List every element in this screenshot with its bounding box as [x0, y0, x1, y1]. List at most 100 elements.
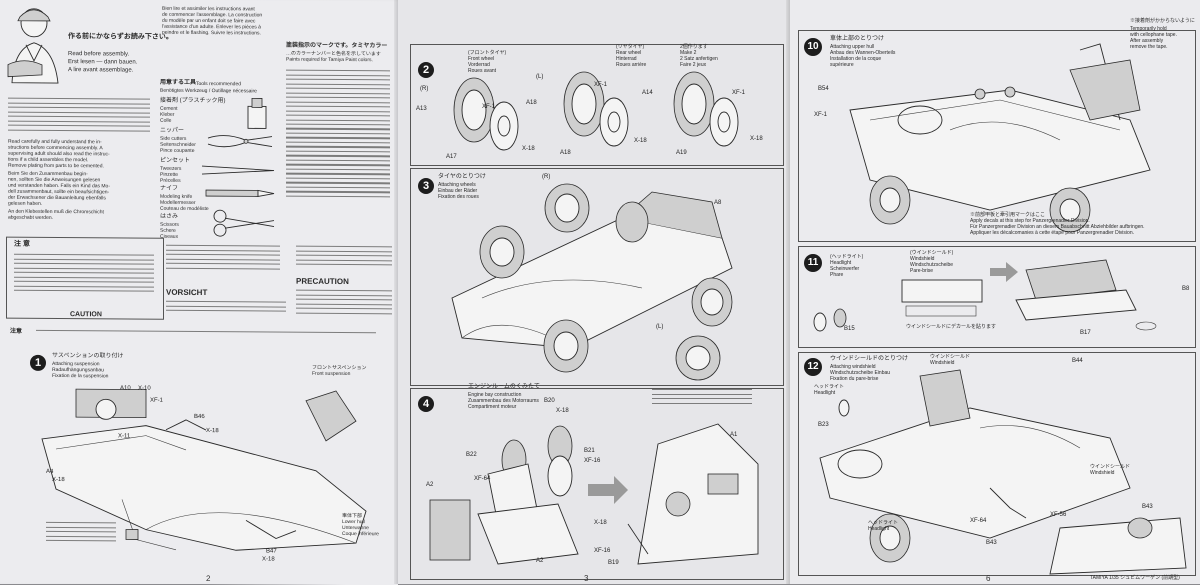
- step-4-jp: エンジンルームのくみたて: [468, 384, 541, 390]
- step-4-fr: Compartiment moteur: [468, 404, 517, 410]
- paint-xf16-label-b: XF-16: [594, 548, 611, 554]
- decal-note-de: Für Panzergrenadier Division an diesem B…: [970, 224, 1145, 230]
- tools-de-title: Benötigtes Werkzeug / Outillage nécessai…: [160, 87, 257, 95]
- paint-x18-label-e: X-18: [634, 138, 647, 144]
- step-11-frame: [798, 246, 1196, 348]
- step-4-de: Zusammenbau des Motorraums: [468, 398, 539, 404]
- vorsicht-heading: VORSICHT: [166, 287, 208, 298]
- page-2: 作る前にかならずお読み下さい。 Read before assembly. Er…: [0, 0, 398, 585]
- paint-xf1-label-c: XF-1: [594, 82, 608, 88]
- step-4-en: Engine bay construction: [468, 392, 522, 398]
- paint-xf1-label-e: XF-1: [814, 112, 828, 118]
- part-b19: B19: [608, 560, 619, 566]
- step-1-jp: サスペンションの取り付け: [52, 352, 124, 360]
- paint-x11-label: X-11: [118, 433, 131, 440]
- paint-xf64-label-b: XF-64: [970, 518, 987, 524]
- step-11-head-en: Headlight: [830, 260, 852, 266]
- tools-en-title: Tools recommended: [196, 80, 242, 88]
- modeling-knife-icon: [205, 189, 275, 197]
- step-11-head-jp: (ヘッドライト): [830, 254, 864, 260]
- step-11-head-fr: Phare: [830, 272, 844, 278]
- part-a13: A13: [416, 106, 427, 112]
- step-2-front-de: Vorderrad: [468, 62, 490, 68]
- part-a4: A4: [46, 468, 54, 475]
- step-10-fr2: supérieure: [830, 62, 854, 68]
- paint-x10-label: X-10: [138, 385, 151, 392]
- step-3-en: Attaching wheels: [438, 182, 476, 188]
- part-b21: B21: [584, 448, 595, 454]
- paint-color-table: [286, 67, 390, 201]
- paint-x18-label: X-18: [206, 428, 219, 435]
- step-11-number: 11: [804, 254, 822, 272]
- step-2-rear-en: Rear wheel: [616, 50, 642, 56]
- step-3-de: Einbau der Räder: [438, 188, 478, 194]
- step-2-r-label: (R): [420, 86, 429, 92]
- step-12-de: Windschutzscheibe Einbau: [830, 370, 891, 376]
- caution-en-text: [166, 242, 280, 273]
- step-2-make-fr: Faire 2 jeux: [680, 62, 707, 68]
- part-a1: A1: [730, 432, 738, 438]
- precaution-text: [296, 287, 392, 318]
- step-2-l-label: (L): [536, 74, 544, 80]
- upper-hull-diagram: [849, 43, 1151, 233]
- step-12-head-en: Headlight: [814, 390, 836, 396]
- paint-x18-label-h: X-18: [594, 520, 607, 526]
- tape-note-en3: After assembly: [1130, 38, 1164, 44]
- step-4-a2-label: A2: [426, 482, 434, 488]
- part-b22: B22: [466, 452, 477, 458]
- paint-en-title: Paints required for Tamiya Paint colors.: [286, 56, 373, 64]
- part-a18: A18: [526, 100, 537, 106]
- part-b15: B15: [844, 326, 855, 332]
- step-3-r-label: (R): [542, 174, 551, 180]
- paint-x18-label-d: X-18: [522, 146, 535, 152]
- jp-intro-text-block: [8, 95, 150, 135]
- decal-note-fr: Appliquer les décalcomanies à cette étap…: [970, 230, 1134, 236]
- step-12-head-jp: ヘッドライト: [814, 384, 845, 390]
- step-12-head-en-b: Headlight: [868, 526, 890, 532]
- caution-en-heading: CAUTION: [70, 311, 102, 319]
- tweezers-icon: [201, 165, 275, 175]
- page-number-3: 3: [584, 574, 589, 583]
- part-a19: A19: [676, 150, 687, 156]
- step-12-fr: Fixation du pare-brise: [830, 376, 879, 382]
- tool-nippers-fr: Pince coupante: [160, 147, 195, 154]
- step-12-wind-jp-b: ウインドシールド: [1090, 464, 1131, 470]
- part-b54: B54: [818, 86, 829, 92]
- step-12-wind-jp: ウインドシールド: [930, 354, 971, 360]
- step-2-rear-fr: Roues arrière: [616, 62, 647, 68]
- paint-x18-label-c: X-18: [262, 556, 275, 563]
- intro-de-8: abgeschabt werden.: [8, 214, 54, 221]
- paint-jp-title: 塗装指示のマークです。タミヤカラー: [286, 42, 388, 50]
- paint-x18-label-b: X-18: [52, 476, 65, 484]
- soldier-figure-illustration: [7, 8, 59, 84]
- part-b43: B43: [986, 540, 997, 546]
- paint-xf1-label-d: XF-1: [732, 90, 746, 96]
- step-3-jp: タイヤのとりつけ: [438, 174, 486, 180]
- tape-note-en: Temporarily hold: [1130, 26, 1167, 32]
- decal-note-jp: ※前部甲板と牽引用マークはここ: [970, 212, 1046, 218]
- tool-cement-jp: 接着剤 (プラスチック用): [160, 97, 226, 105]
- step-1-note: [46, 519, 116, 545]
- page-number-6: 6: [986, 574, 991, 583]
- step-1-number: 1: [30, 354, 46, 371]
- scissors-icon: [213, 209, 275, 237]
- page-number-2: 2: [206, 574, 211, 584]
- windshield-attach-diagram: [819, 369, 1187, 575]
- intro-fr-read: A lire avant assemblage.: [68, 67, 134, 74]
- step-3-fr: Fixation des roues: [438, 194, 479, 200]
- part-a8: A8: [714, 200, 722, 206]
- step-12-jp: ウインドシールドのとりつけ: [830, 356, 909, 362]
- wheel-assembly-diagram: [453, 71, 739, 151]
- step-1-lower-fr: Coque inférieure: [342, 530, 379, 538]
- step-11-wind-fr: Pare-brise: [910, 268, 934, 274]
- paint-xf1-label-b: XF-1: [482, 104, 496, 110]
- step-12-wind-en: Windshield: [930, 360, 955, 366]
- caution-jp-text: [14, 251, 154, 296]
- tape-note-jp: ※接着剤がかからないように: [1130, 18, 1195, 24]
- page2-caution-jp: 注意: [10, 328, 23, 335]
- part-a10: A10: [120, 385, 131, 392]
- step-3-number: 3: [418, 178, 434, 194]
- intro-en-5: Remove plating from parts to be cemented…: [8, 162, 104, 170]
- caution-en-text-2: [296, 243, 392, 269]
- tool-knife-fr: Couteau de modéliste: [160, 205, 209, 213]
